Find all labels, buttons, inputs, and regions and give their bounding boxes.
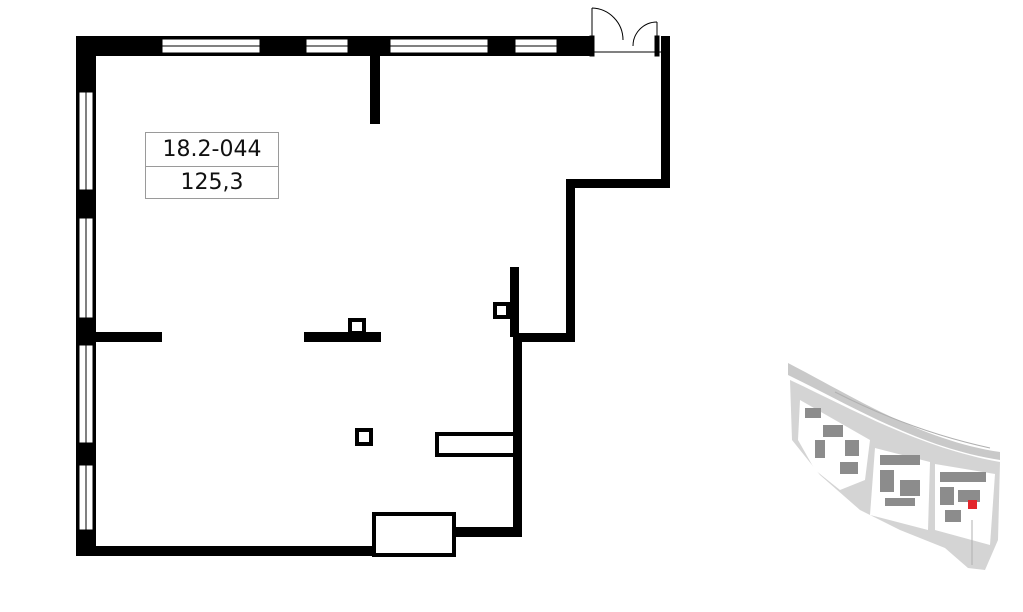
columns [348,302,510,446]
top-windows [161,38,558,54]
column [355,428,373,446]
niche [435,432,517,457]
site-road [788,363,1000,460]
bottom-wall [76,546,376,556]
right-wall-lower [513,333,522,537]
unit-code: 18.2-044 [146,133,278,167]
unit-area: 125,3 [180,170,244,195]
unit-label: 18.2-044 125,3 [145,132,279,199]
right-wall-step2 [513,333,575,342]
site-highlight [968,500,977,509]
column [493,302,510,319]
partition-left [96,332,162,342]
right-wall-mid [566,179,575,342]
niche [372,512,456,557]
right-wall-step [566,179,670,188]
interior-elements [96,56,519,342]
right-wall-upper [661,36,670,186]
partition-top [370,56,380,124]
wall-niches [372,432,517,557]
bottom-wall-right [456,527,522,537]
column [348,318,366,335]
partition-right-stub [510,267,519,337]
site-map [788,363,1000,570]
left-windows [78,91,94,531]
partition-center [304,332,381,342]
entrance-door [589,7,661,57]
